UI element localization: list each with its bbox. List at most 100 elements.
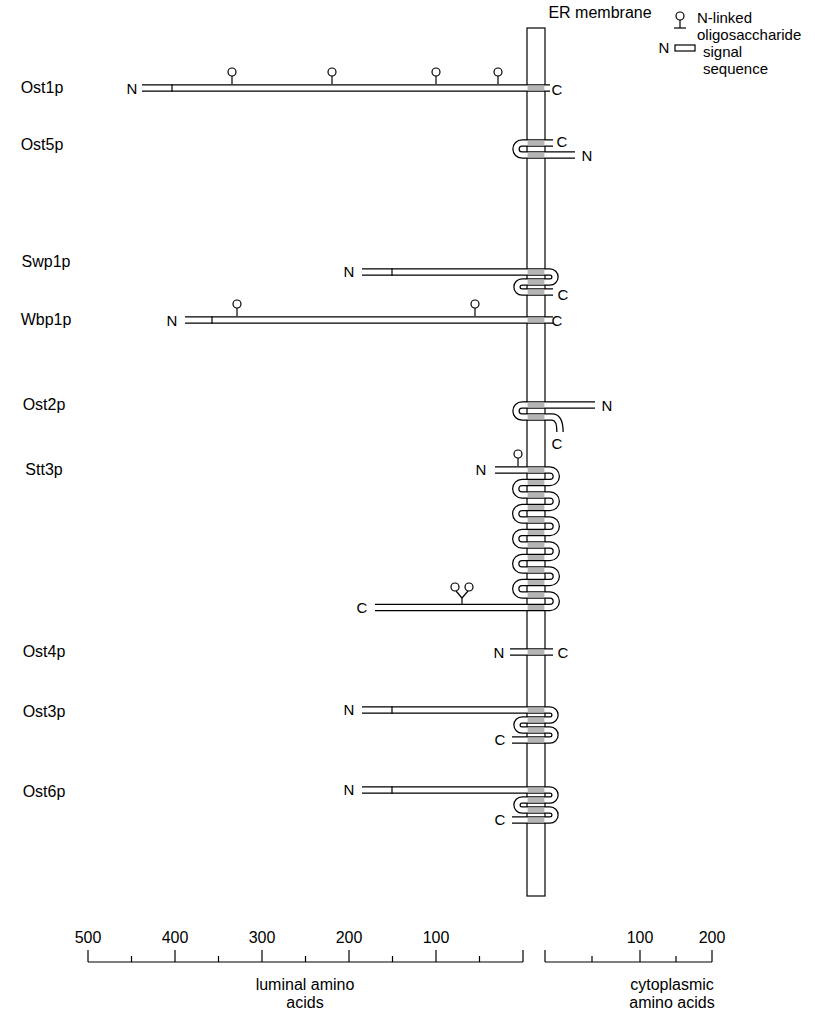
strand-outline [142,84,550,92]
axis-tick [131,956,132,962]
tm-segment [528,530,545,535]
axis [88,950,712,962]
axis-title: cytoplasmic amino acids [612,976,732,1011]
strand-outline [362,790,555,820]
axis-tick [218,956,219,962]
tm-segment [528,718,545,723]
tm-segment [528,593,545,598]
tm-segment [528,798,545,803]
protein-name: Ost3p [23,703,66,721]
glycan-stem [435,76,436,84]
terminus-label: N [494,645,505,662]
tm-segment [528,728,545,733]
tm-segment [528,468,545,473]
tm-segment [528,543,545,548]
axis-tick [544,950,545,962]
tm-segment [528,280,545,285]
protein-name: Ost4p [23,643,66,661]
strand-fill [362,710,555,740]
signal-boundary [391,786,392,793]
legend-text: N-linked oligosaccharide [697,10,805,43]
terminus-label: C [357,600,368,617]
axis-tick [392,956,393,962]
terminus-label: C [558,645,569,662]
signal-boundary [391,706,392,713]
tm-segment [528,153,545,158]
axis-tick [639,950,640,962]
membrane-label: ER membrane [548,4,651,22]
tm-segment [528,568,545,573]
glycan [228,68,236,76]
terminus-label: N [167,313,178,330]
axis-value: 400 [162,929,189,947]
signal-boundary [171,84,172,91]
strand-fill [185,318,553,323]
protein-strands [142,68,595,823]
protein-name: Wbp1p [21,311,72,329]
glycan [432,68,440,76]
tm-segment [528,650,545,655]
tm-segment [528,480,545,485]
axis-value: 100 [627,929,654,947]
legend-text: signal sequence [703,44,803,77]
terminus-label: N [582,148,593,165]
legend-symbols [674,12,695,51]
glycan [451,583,459,591]
strand-fill [510,650,553,655]
protein-name: Ost2p [23,396,66,414]
tm-segment [528,493,545,498]
terminus-label: C [558,287,569,304]
glycan-stem [461,598,462,604]
protein-name: Stt3p [25,461,62,479]
terminus-label: N [602,398,613,415]
tm-segment [528,318,545,323]
terminus-label: N [344,264,355,281]
terminus-label: C [552,313,563,330]
axis-value: 200 [699,929,726,947]
strand-fill [362,790,555,820]
strand-fill [516,405,595,432]
tm-segment [528,86,545,91]
glycan [471,300,479,308]
axis-value: 300 [249,929,276,947]
strand-outline [362,710,555,740]
terminus-label: N [127,81,138,98]
axis-tick [711,950,712,962]
axis-tick [261,950,262,962]
tm-segment [528,605,545,610]
axis-tick [522,950,523,962]
glycan-stem [462,591,468,598]
axis-tick [348,950,349,962]
axis-tick [174,950,175,962]
tm-segment [528,270,545,275]
strand-outline [375,470,556,608]
strand-fill [362,272,555,292]
glycan-stem [497,76,498,84]
tm-segment [528,403,545,408]
tm-segment [528,518,545,523]
terminus-label: C [552,436,563,453]
glycan-stem [331,76,332,84]
signal-boundary [391,268,392,275]
tm-segment [528,708,545,713]
axis-value: 500 [75,929,102,947]
glycan-stem [236,308,237,316]
axis-tick [591,956,592,962]
protein-name: Ost5p [21,136,64,154]
tm-segment [528,141,545,146]
glycan [233,300,241,308]
axis-title: luminal amino acids [250,976,360,1011]
terminus-label: C [552,82,563,99]
glycan-stem [456,591,462,598]
terminus-label: C [495,812,506,829]
legend-symbol-label: N [659,40,670,57]
tm-segment [528,580,545,585]
axis-tick [435,950,436,962]
tm-segment [528,738,545,743]
tm-segment [528,818,545,823]
protein-name: Ost6p [23,783,66,801]
protein-name: Ost1p [21,79,64,97]
glycan-stem [474,308,475,316]
strand-outline [185,316,553,324]
